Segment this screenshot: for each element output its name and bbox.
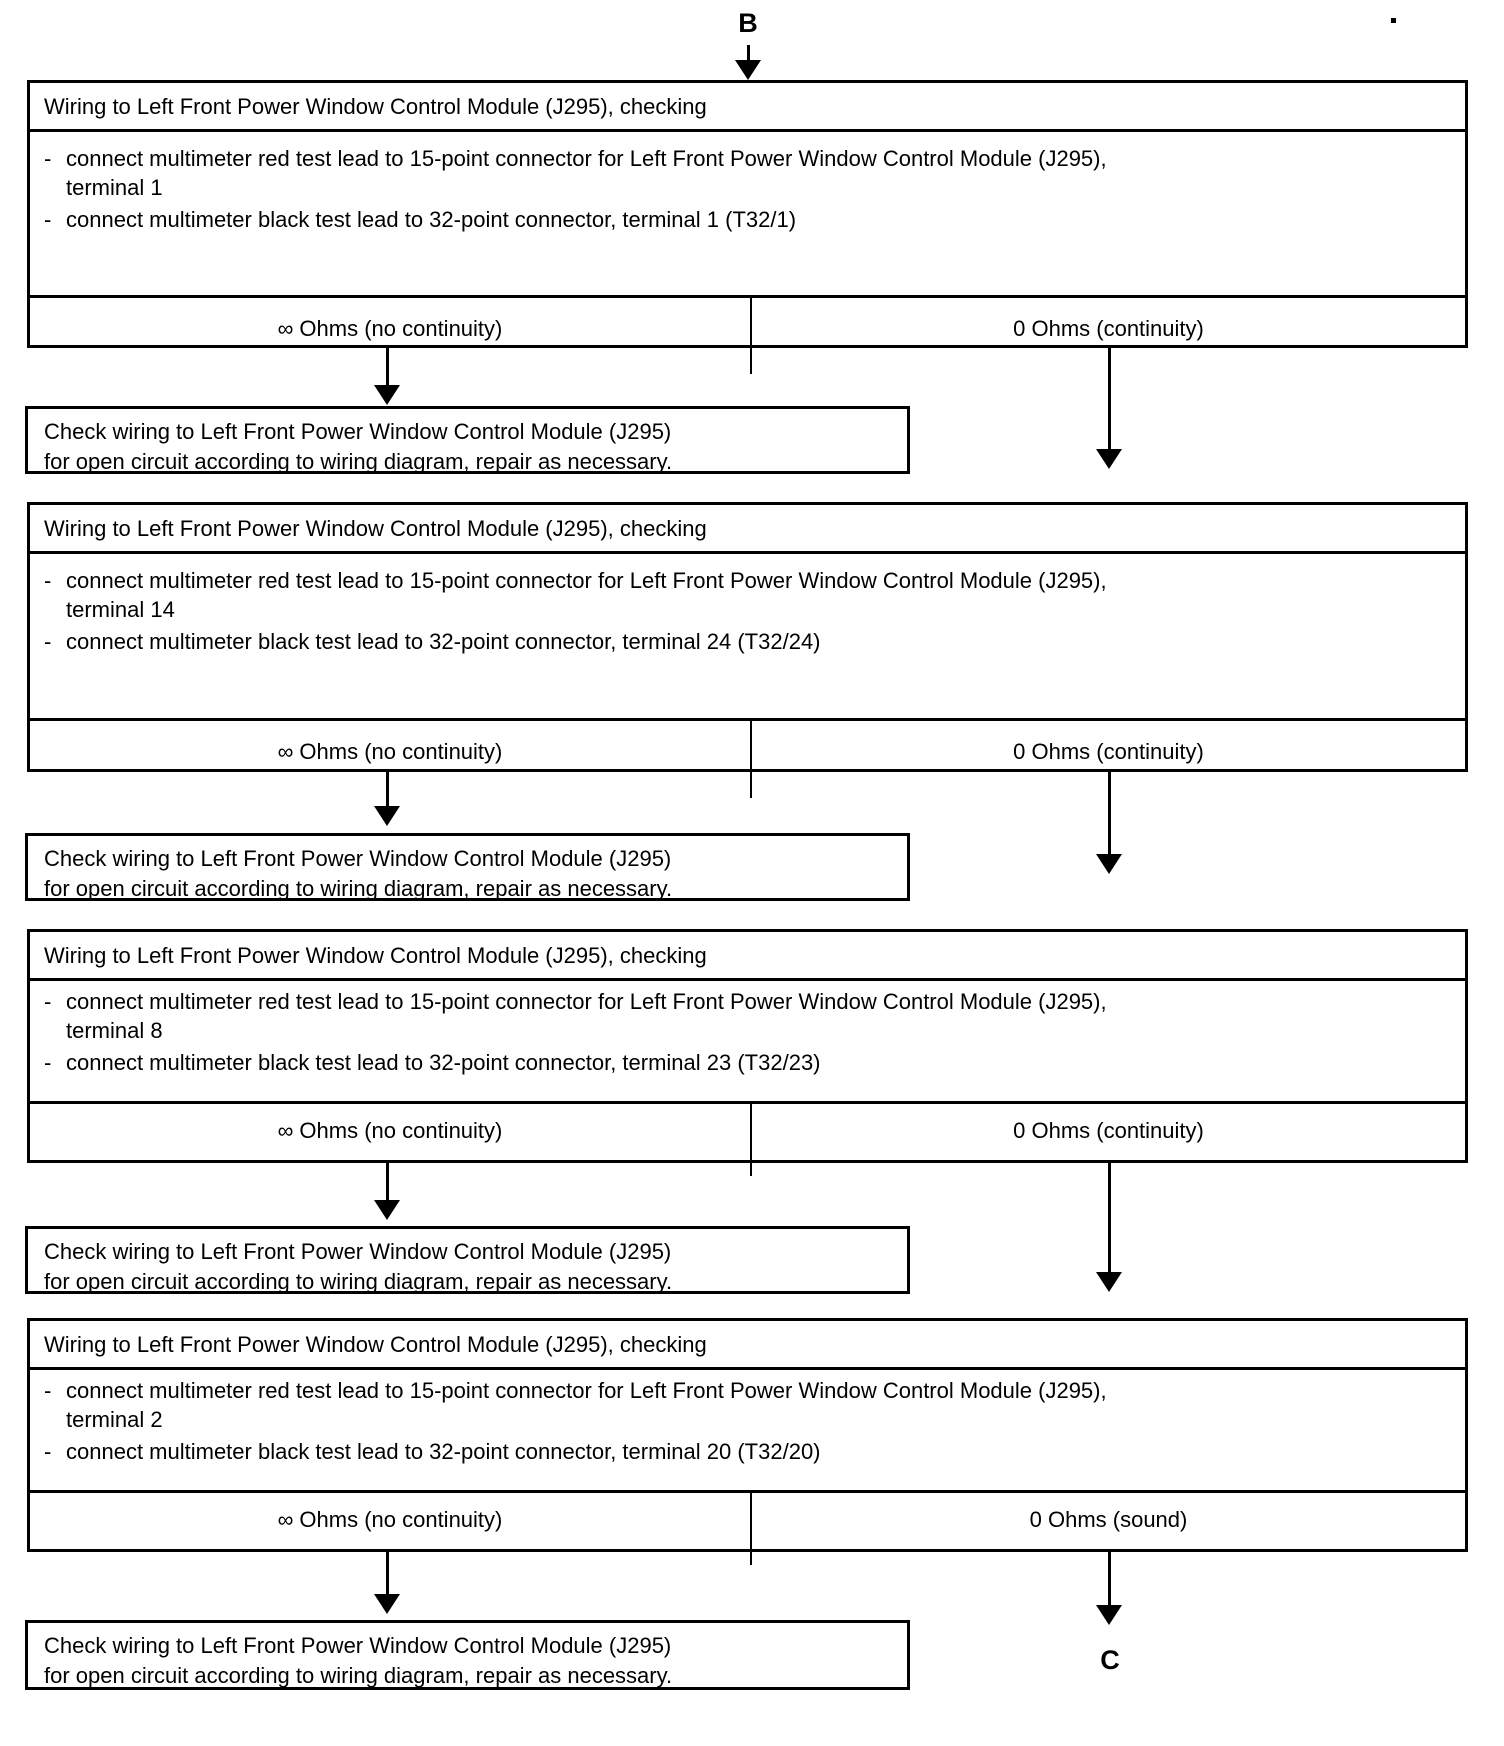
test-block-4-results: ∞ Ohms (no continuity) 0 Ohms (sound) [30, 1493, 1465, 1565]
instruction-bullet: - connect multimeter black test lead to … [44, 1048, 1455, 1077]
arrow-block2-left-head [374, 806, 400, 826]
bullet-dash: - [44, 628, 52, 654]
arrow-block3-right-line [1108, 1163, 1111, 1275]
bullet-dash: - [44, 206, 52, 232]
test-block-2-instructions: - connect multimeter red test lead to 15… [30, 554, 1465, 721]
check-wiring-box-4: Check wiring to Left Front Power Window … [25, 1620, 910, 1690]
instruction-bullet: - connect multimeter red test lead to 15… [44, 144, 1455, 203]
arrow-block1-right-line [1108, 348, 1111, 452]
result-sound: 0 Ohms (sound) [1029, 1507, 1188, 1532]
arrow-block4-right-line [1108, 1552, 1111, 1608]
arrow-block1-left-line [386, 348, 389, 388]
connector-label-c: C [1100, 1645, 1120, 1675]
bullet-text-line3: connect multimeter black test lead to 32… [66, 1438, 821, 1464]
test-block-4: Wiring to Left Front Power Window Contro… [27, 1318, 1468, 1565]
result-continuity: 0 Ohms (continuity) [1013, 316, 1204, 341]
check-wiring-box-3-line2: for open circuit according to wiring dia… [44, 1269, 673, 1295]
arrow-block2-left-line [386, 772, 389, 809]
check-wiring-box-2-line1: Check wiring to Left Front Power Window … [44, 846, 672, 871]
result-continuity: 0 Ohms (continuity) [1013, 1118, 1204, 1143]
result-no-continuity: ∞ Ohms (no continuity) [30, 1493, 752, 1565]
scan-speck [1391, 18, 1396, 23]
test-block-1-header: Wiring to Left Front Power Window Contro… [30, 83, 1465, 132]
test-block-1-instructions: - connect multimeter red test lead to 15… [30, 132, 1465, 298]
instruction-bullet: - connect multimeter red test lead to 15… [44, 566, 1455, 625]
test-block-2-results: ∞ Ohms (no continuity) 0 Ohms (continuit… [30, 721, 1465, 798]
instruction-bullet: - connect multimeter black test lead to … [44, 1437, 1455, 1466]
bullet-dash: - [44, 1378, 52, 1403]
bullet-text-line1: connect multimeter red test lead to 15-p… [66, 568, 1107, 593]
result-continuity: 0 Ohms (continuity) [1013, 739, 1204, 764]
test-block-2: Wiring to Left Front Power Window Contro… [27, 502, 1468, 798]
check-wiring-box-3: Check wiring to Left Front Power Window … [25, 1226, 910, 1294]
bullet-text-line2: terminal 8 [66, 1018, 163, 1044]
check-wiring-box-1-line2: for open circuit according to wiring dia… [44, 449, 673, 475]
test-block-4-instructions: - connect multimeter red test lead to 15… [30, 1370, 1465, 1493]
bullet-text-line2: terminal 1 [66, 175, 163, 201]
result-no-continuity: ∞ Ohms (no continuity) [30, 1104, 752, 1176]
arrow-block3-left-line [386, 1163, 389, 1203]
test-block-1-results: ∞ Ohms (no continuity) 0 Ohms (continuit… [30, 298, 1465, 374]
arrow-block4-left-line [386, 1552, 389, 1597]
connector-label-b: B [738, 8, 758, 38]
arrow-block3-right-head [1096, 1272, 1122, 1292]
bullet-text: connect multimeter red test lead to 15-p… [66, 987, 1455, 1046]
bullet-dash: - [44, 568, 52, 593]
bullet-dash: - [44, 146, 52, 171]
instruction-bullet: - connect multimeter black test lead to … [44, 205, 1455, 234]
test-block-3: Wiring to Left Front Power Window Contro… [27, 929, 1468, 1176]
bullet-text-line2: terminal 2 [66, 1407, 163, 1433]
test-block-3-instructions: - connect multimeter red test lead to 15… [30, 981, 1465, 1104]
result-no-continuity: ∞ Ohms (no continuity) [30, 298, 752, 374]
bullet-dash: - [44, 989, 52, 1014]
test-block-2-header: Wiring to Left Front Power Window Contro… [30, 505, 1465, 554]
arrow-block4-right-head [1096, 1605, 1122, 1625]
instruction-bullet: - connect multimeter red test lead to 15… [44, 987, 1455, 1046]
check-wiring-box-1-line1: Check wiring to Left Front Power Window … [44, 419, 672, 444]
bullet-dash: - [44, 1049, 52, 1075]
arrow-block1-left-head [374, 385, 400, 405]
arrow-block1-right-head [1096, 449, 1122, 469]
bullet-dash: - [44, 1438, 52, 1464]
check-wiring-box-1: Check wiring to Left Front Power Window … [25, 406, 910, 474]
bullet-text: connect multimeter red test lead to 15-p… [66, 1376, 1455, 1435]
bullet-text: connect multimeter red test lead to 15-p… [66, 566, 1455, 625]
instruction-bullet: - connect multimeter red test lead to 15… [44, 1376, 1455, 1435]
result-no-continuity: ∞ Ohms (no continuity) [30, 721, 752, 798]
bullet-text-line1: connect multimeter red test lead to 15-p… [66, 146, 1107, 171]
bullet-text-line3: connect multimeter black test lead to 32… [66, 206, 797, 232]
bullet-text-line3: connect multimeter black test lead to 32… [66, 628, 821, 654]
check-wiring-box-2-line2: for open circuit according to wiring dia… [44, 876, 673, 902]
test-block-1: Wiring to Left Front Power Window Contro… [27, 80, 1468, 374]
arrow-block2-right-line [1108, 772, 1111, 856]
arrow-block4-left-head [374, 1594, 400, 1614]
bullet-text-line2: terminal 14 [66, 597, 175, 623]
test-block-3-results: ∞ Ohms (no continuity) 0 Ohms (continuit… [30, 1104, 1465, 1176]
bullet-text-line1: connect multimeter red test lead to 15-p… [66, 1378, 1107, 1403]
arrow-b-to-block1-head [735, 60, 761, 80]
test-block-3-header: Wiring to Left Front Power Window Contro… [30, 932, 1465, 981]
instruction-bullet: - connect multimeter black test lead to … [44, 627, 1455, 656]
check-wiring-box-2: Check wiring to Left Front Power Window … [25, 833, 910, 901]
test-block-4-header: Wiring to Left Front Power Window Contro… [30, 1321, 1465, 1370]
arrow-b-to-block1-line [747, 45, 750, 63]
check-wiring-box-4-line1: Check wiring to Left Front Power Window … [44, 1633, 672, 1658]
arrow-block3-left-head [374, 1200, 400, 1220]
check-wiring-box-3-line1: Check wiring to Left Front Power Window … [44, 1239, 672, 1264]
bullet-text-line1: connect multimeter red test lead to 15-p… [66, 989, 1107, 1014]
arrow-block2-right-head [1096, 854, 1122, 874]
check-wiring-box-4-line2: for open circuit according to wiring dia… [44, 1663, 673, 1689]
bullet-text: connect multimeter red test lead to 15-p… [66, 144, 1455, 203]
bullet-text-line3: connect multimeter black test lead to 32… [66, 1049, 821, 1075]
